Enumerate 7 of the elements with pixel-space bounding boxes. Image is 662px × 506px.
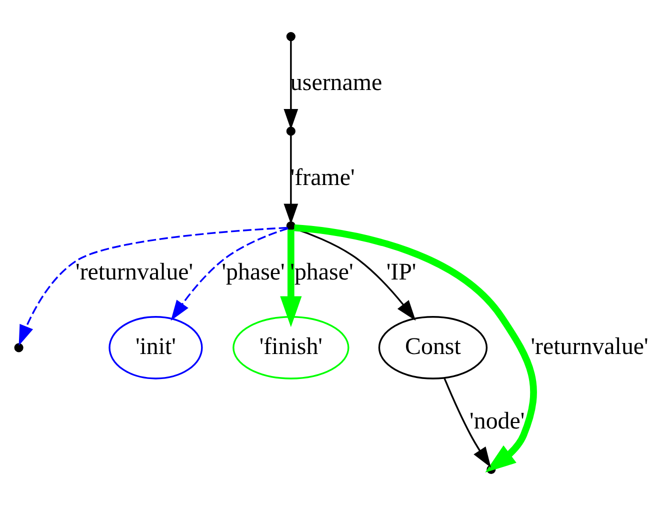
edge-label: 'phase' bbox=[222, 260, 285, 286]
edge-label: username bbox=[290, 70, 382, 96]
edge-label: 'returnvalue' bbox=[530, 334, 648, 360]
edge-label: 'returnvalue' bbox=[76, 260, 194, 286]
edge-label: 'frame' bbox=[290, 164, 355, 191]
edge-label: 'IP' bbox=[386, 260, 416, 286]
edge-label: 'node' bbox=[470, 408, 525, 434]
